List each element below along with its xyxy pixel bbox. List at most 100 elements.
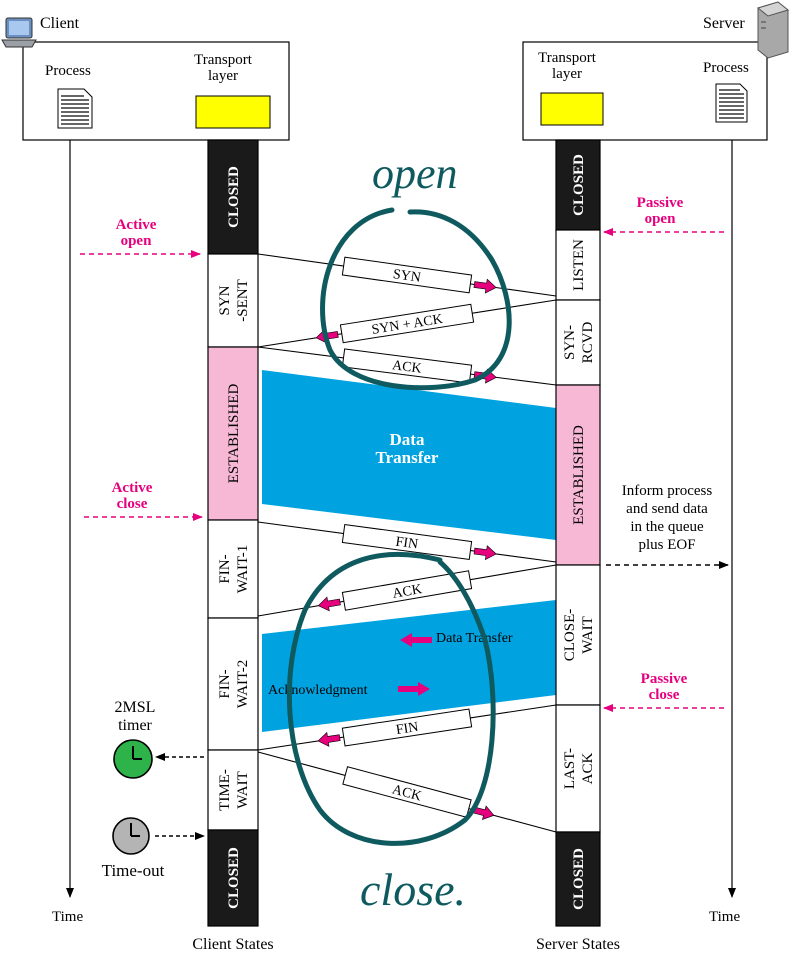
half-close-left-arrow: [400, 633, 432, 647]
server-process-label: Process: [703, 60, 749, 76]
segment-label: ACK: [391, 358, 422, 377]
active-open-line2: open: [121, 233, 153, 249]
server-state-box: [555, 704, 601, 833]
active-open-event: Active open: [80, 217, 201, 258]
handwritten-close-text: close.: [360, 864, 466, 915]
client-state-label: SYN-SENT: [217, 279, 251, 322]
server-header: Server Transport layer Process: [522, 1, 790, 141]
server-states-label: Server States: [536, 936, 620, 953]
timeout-timer: Time-out: [102, 817, 205, 880]
client-state-box: [207, 749, 259, 831]
segment-4-fin: FIN: [257, 521, 557, 563]
segment-label: ACK: [391, 582, 423, 602]
client-state-label: ESTABLISHED: [226, 384, 242, 484]
inform-line2: and send data: [626, 501, 708, 517]
segment-1-syn: SYN: [257, 253, 557, 297]
segment-7-ack: ACK: [257, 751, 557, 833]
client-transport-block: [195, 95, 271, 129]
segment-box: SYN + ACK: [315, 303, 475, 344]
client-state-fin-wait-2: FIN-WAIT-2: [207, 617, 259, 751]
client-state-box: [207, 346, 259, 521]
data-transfer-line2: Transfer: [376, 448, 439, 467]
passive-close-line1: Passive: [641, 671, 688, 687]
client-state-syn-sent: SYN-SENT: [207, 253, 259, 348]
server-state-label: LAST-ACK: [562, 748, 596, 789]
inform-line4: plus EOF: [638, 537, 695, 553]
client-state-label: CLOSED: [226, 847, 242, 909]
active-open-line1: Active: [116, 217, 157, 233]
msl-timer-line2: timer: [118, 717, 152, 734]
half-close-data-transfer: Data Transfer: [436, 631, 513, 646]
server-document-icon: [715, 83, 748, 123]
msl-timer: 2MSL timer: [113, 699, 204, 779]
client-title: Client: [40, 15, 80, 32]
segment-direction-icon: [473, 545, 497, 561]
half-close-right-arrow: [398, 682, 430, 696]
inform-event: Inform process and send data in the queu…: [606, 483, 729, 569]
active-close-event: Active close: [84, 480, 203, 521]
server-time-label: Time: [709, 909, 740, 925]
active-close-line1: Active: [112, 480, 153, 496]
server-title: Server: [703, 15, 745, 32]
server-state-closed: CLOSED: [555, 831, 601, 927]
segment-box: ACK: [342, 766, 495, 820]
server-state-close-wait: CLOSE-WAIT: [555, 564, 601, 706]
server-transport-block: [540, 92, 604, 126]
segment-label: FIN: [395, 535, 419, 553]
server-state-label: CLOSED: [571, 154, 587, 216]
client-transport-line1: Transport: [194, 52, 253, 68]
client-state-fin-wait-1: FIN-WAIT-1: [207, 519, 259, 619]
inform-line3: in the queue: [630, 519, 704, 535]
segment-label: FIN: [395, 720, 420, 738]
half-close-acknowledgment: Acknowledgment: [268, 683, 368, 698]
server-state-label: LISTEN: [571, 239, 587, 291]
gray-clock-icon: [112, 817, 150, 855]
server-state-established: ESTABLISHED: [555, 384, 601, 566]
client-state-label: CLOSED: [226, 166, 242, 228]
client-state-established: ESTABLISHED: [207, 346, 259, 521]
server-state-box: [555, 564, 601, 706]
server-state-syn-rcvd: SYN-RCVD: [555, 299, 601, 386]
client-time-label: Time: [52, 909, 83, 925]
client-document-icon: [57, 88, 93, 129]
server-state-box: [555, 229, 601, 301]
segment-6-fin: FIN: [257, 704, 557, 751]
inform-line1: Inform process: [622, 483, 713, 499]
client-header: Client Process Transport layer: [1, 15, 290, 141]
segment-label: ACK: [390, 782, 422, 804]
msl-timer-line1: 2MSL: [115, 699, 156, 716]
segment-direction-icon: [317, 731, 341, 747]
server-state-listen: LISTEN: [555, 229, 601, 301]
client-state-box: [207, 617, 259, 751]
client-state-box: [207, 139, 259, 255]
passive-close-line2: close: [649, 687, 680, 703]
client-state-column: CLOSED SYN-SENT ESTABLISHED FIN-WAIT-1FIN-W…: [207, 139, 259, 927]
client-state-label: FIN-WAIT-2: [217, 660, 251, 709]
segment-arrows: SYN SYN + ACK ACK FIN ACK FIN ACK: [257, 253, 557, 833]
handwritten-open: open: [320, 149, 512, 391]
client-state-box: [207, 829, 259, 927]
segment-box: SYN: [341, 256, 497, 294]
passive-open-line1: Passive: [637, 195, 684, 211]
server-state-box: [555, 384, 601, 566]
handwritten-open-text: open: [372, 149, 458, 198]
passive-close-event: Passive close: [603, 671, 724, 712]
client-state-closed: CLOSED: [207, 139, 259, 255]
server-state-label: SYN-RCVD: [562, 322, 596, 364]
server-state-label: CLOSE-WAIT: [562, 609, 596, 662]
server-transport-line1: Transport: [538, 50, 597, 66]
server-state-box: [555, 831, 601, 927]
server-state-column: CLOSED LISTEN SYN-RCVD ESTABLISHED CLOSE-WAI…: [555, 139, 601, 927]
server-state-last-ack: LAST-ACK: [555, 704, 601, 833]
handwritten-close: close.: [286, 552, 496, 915]
client-transport-line2: layer: [208, 68, 238, 84]
segment-box: FIN: [341, 524, 497, 561]
segment-box: FIN: [317, 708, 473, 747]
server-transport-line2: layer: [552, 66, 582, 82]
server-state-label: CLOSED: [571, 848, 587, 910]
client-state-time-wait: TIME-WAIT: [207, 749, 259, 831]
client-state-label: TIME-WAIT: [217, 769, 251, 811]
data-transfer-band: [262, 370, 556, 540]
